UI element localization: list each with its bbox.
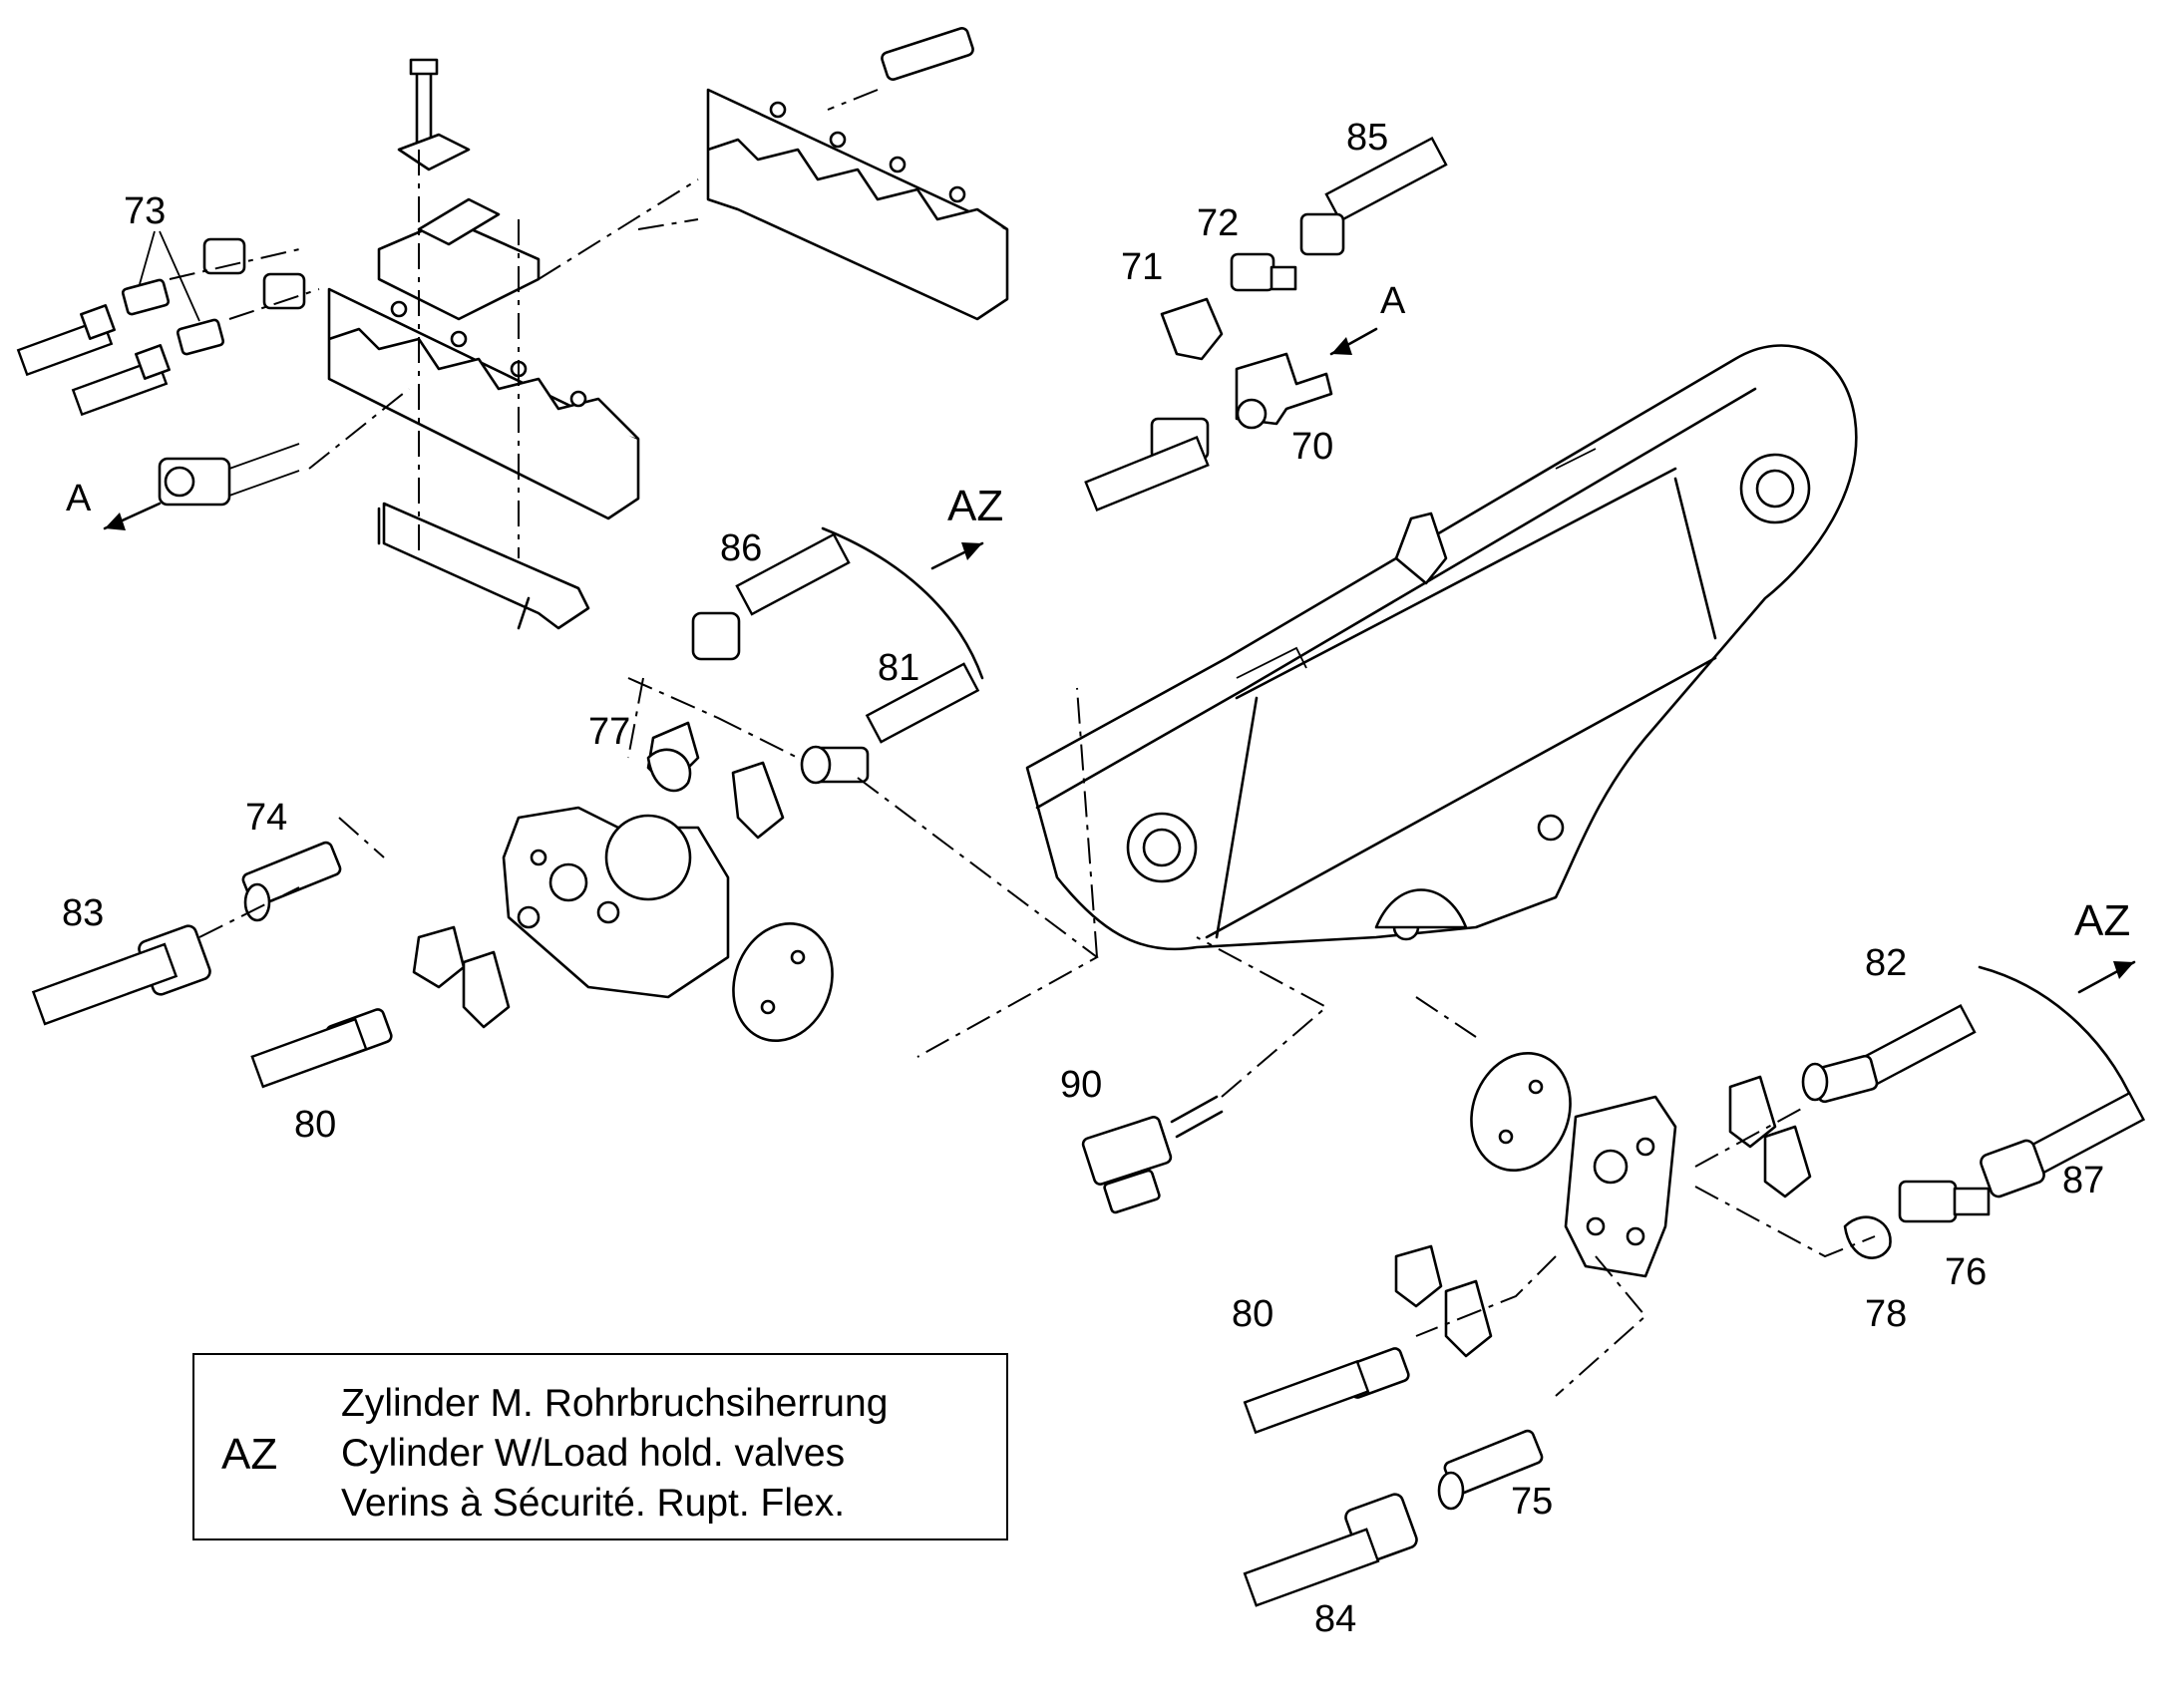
right-top-fittings (1084, 136, 1448, 512)
part-label-75: 75 (1511, 1481, 1553, 1523)
part-label-80-left: 80 (294, 1104, 336, 1146)
view-marker-a-right: A (1380, 280, 1406, 322)
boom-body (1025, 344, 1858, 951)
connector-90 (1081, 936, 1328, 1214)
legend-line-3: Verins à Sécurité. Rupt. Flex. (341, 1482, 845, 1525)
part-label-83: 83 (62, 892, 104, 934)
part-label-70: 70 (1291, 426, 1333, 468)
part-label-86: 86 (720, 527, 762, 569)
view-marker-a-left: A (66, 478, 92, 519)
part-label-71: 71 (1121, 246, 1163, 288)
part-label-74: 74 (245, 797, 287, 839)
legend-line-2: Cylinder W/Load hold. valves (341, 1432, 845, 1475)
upper-clamp-assembly (16, 27, 1009, 630)
view-arrows (103, 327, 2141, 1119)
legend-key: AZ (221, 1430, 277, 1479)
part-label-72: 72 (1197, 202, 1239, 244)
left-valve-block (31, 532, 1099, 1089)
part-label-78: 78 (1865, 1293, 1907, 1335)
view-marker-labels: A A AZ AZ (66, 280, 2130, 945)
part-label-76: 76 (1945, 1251, 1987, 1293)
part-labels: 73 85 72 71 70 86 81 77 74 83 80 90 82 8… (62, 117, 2104, 1640)
part-label-90: 90 (1060, 1064, 1102, 1106)
right-valve-block (1243, 996, 2146, 1607)
part-label-81: 81 (878, 647, 919, 689)
part-label-77: 77 (588, 711, 630, 753)
part-label-82: 82 (1865, 942, 1907, 984)
part-label-84: 84 (1314, 1598, 1356, 1640)
part-label-80-right: 80 (1232, 1293, 1273, 1335)
view-marker-az-upper: AZ (947, 482, 1003, 530)
legend-line-1: Zylinder M. Rohrbruchsiherrung (341, 1382, 888, 1425)
part-label-87: 87 (2062, 1160, 2104, 1201)
view-marker-az-right: AZ (2074, 896, 2130, 945)
part-label-85: 85 (1346, 117, 1388, 159)
legend-box: AZ Zylinder M. Rohrbruchsiherrung Cylind… (192, 1353, 1008, 1540)
part-label-73: 73 (124, 190, 166, 232)
